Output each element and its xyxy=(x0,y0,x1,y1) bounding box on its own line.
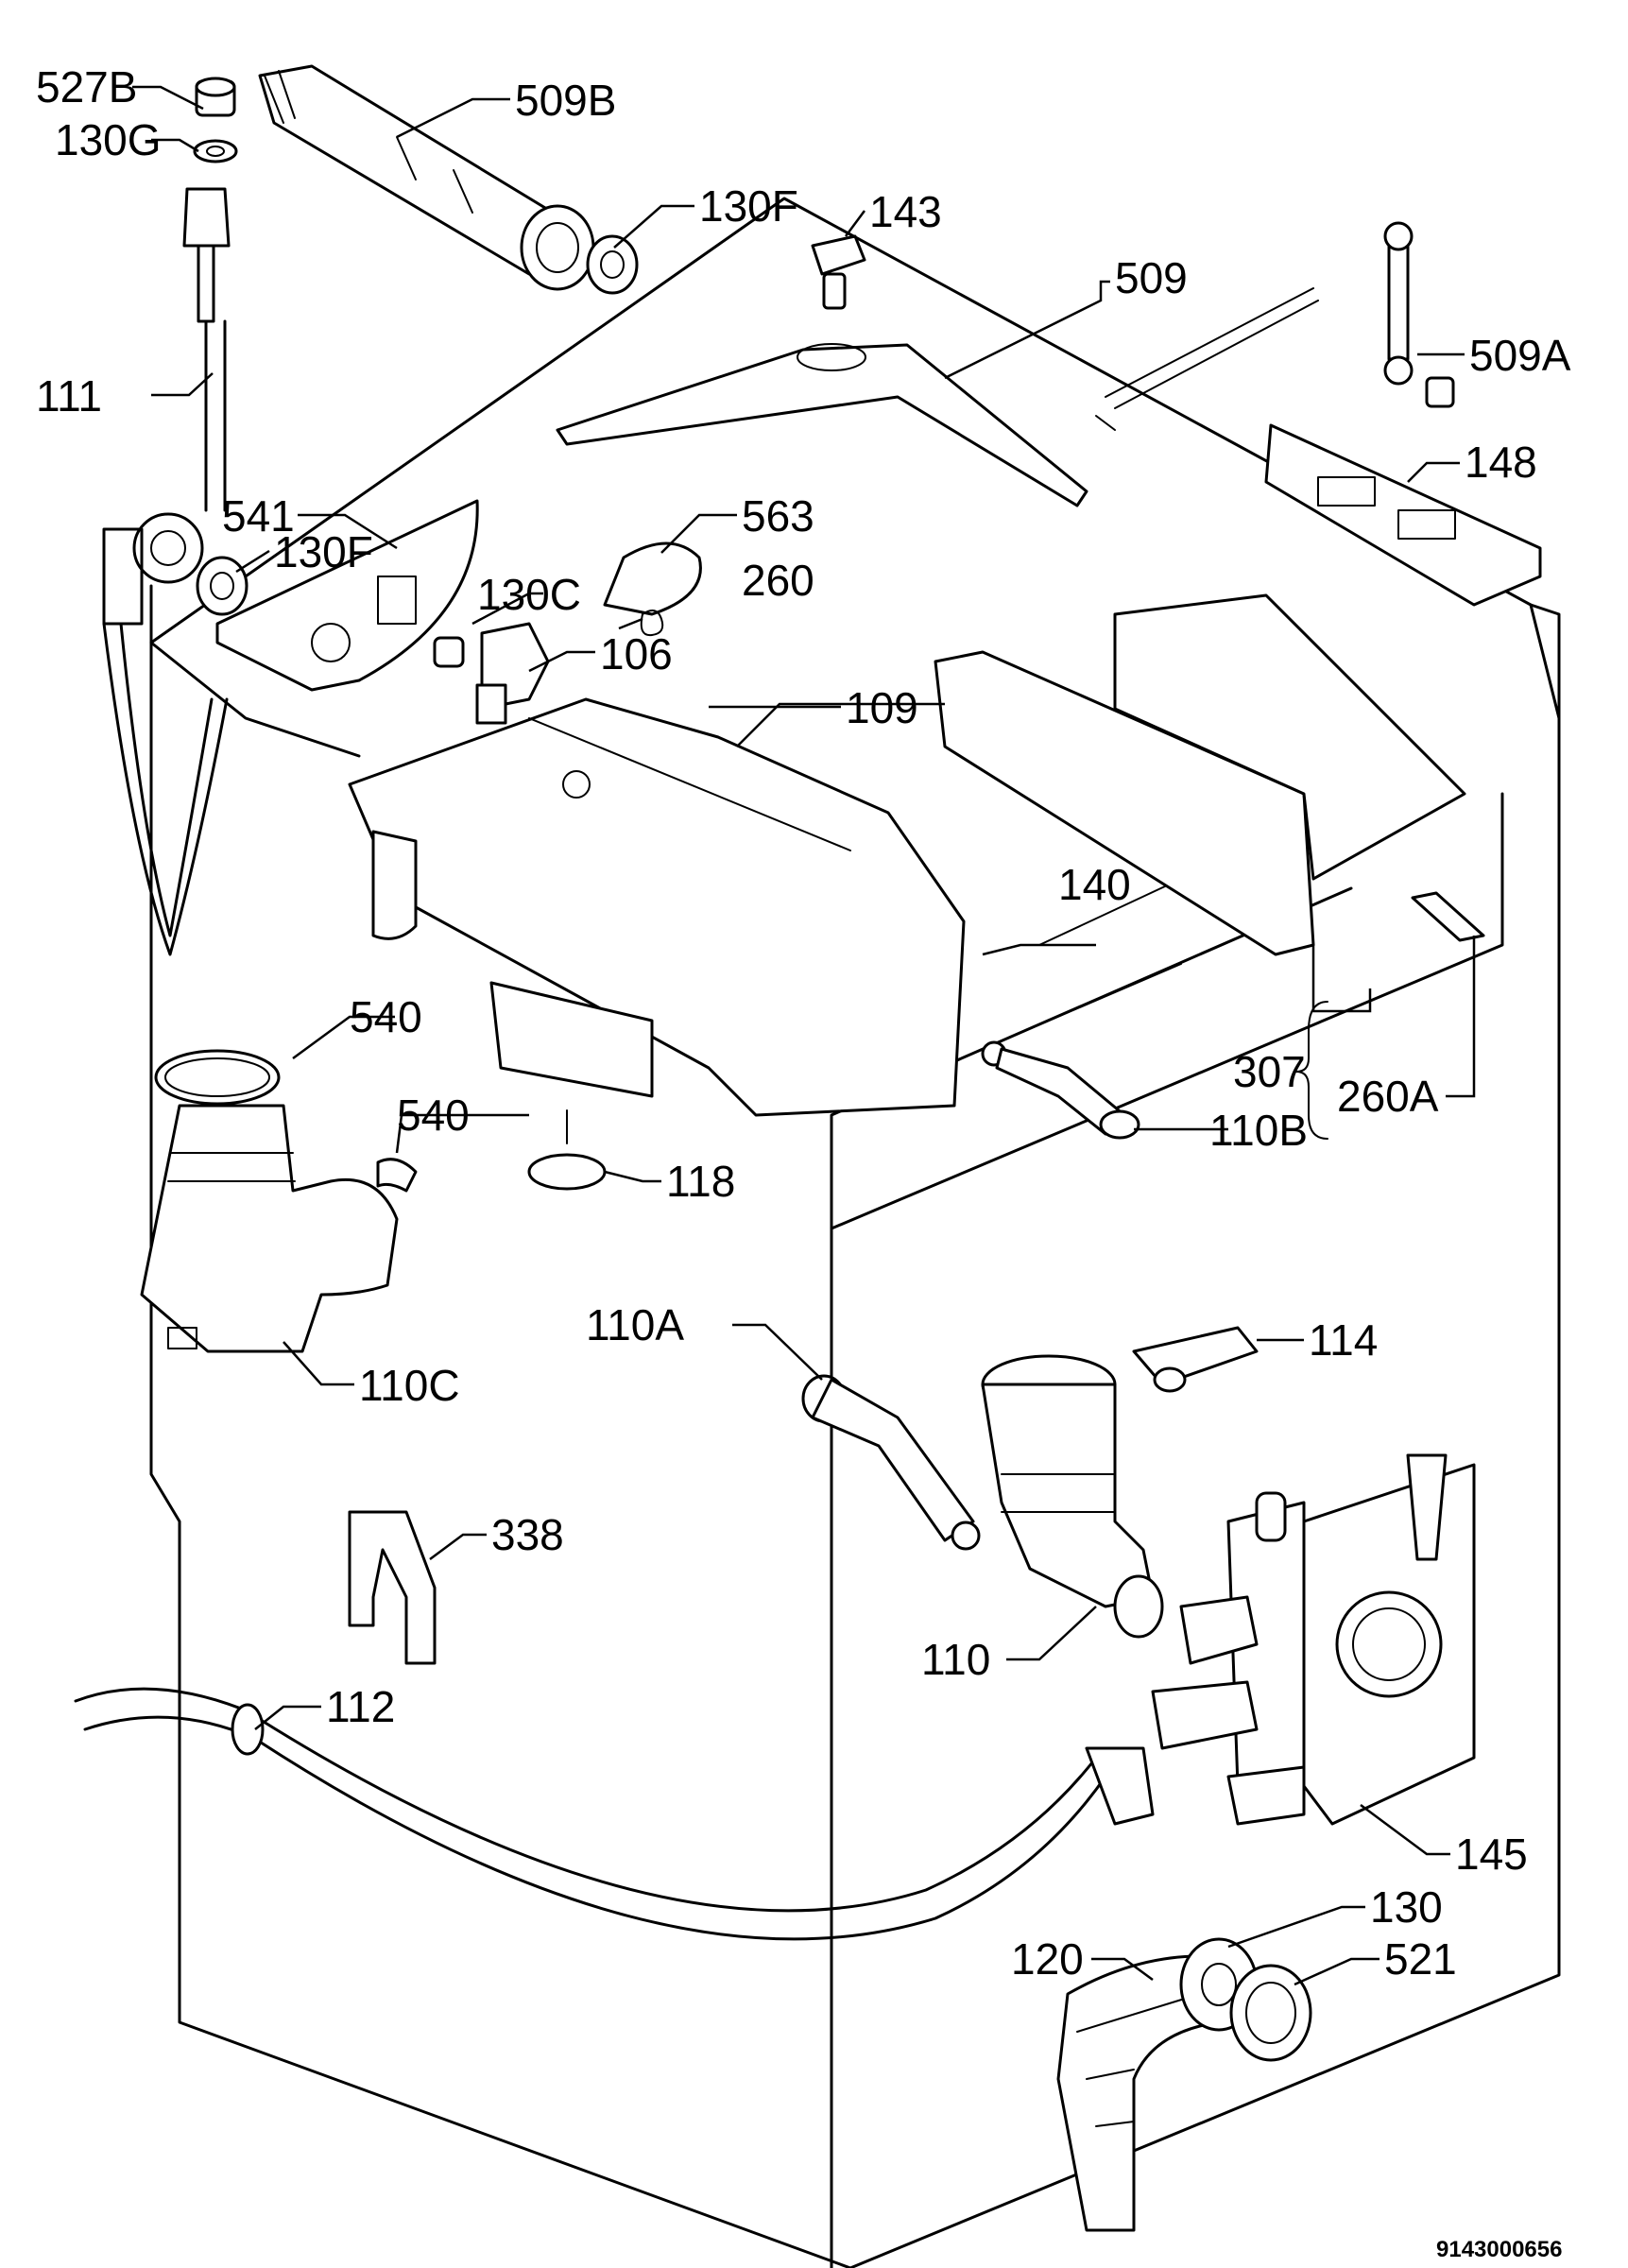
callout-130f-top: 130F xyxy=(699,181,798,231)
part-130g-washer xyxy=(193,139,238,163)
callout-521: 521 xyxy=(1384,1934,1457,1984)
callout-labels: 527B 130G 509B 130F 143 509 509A 111 148… xyxy=(36,62,1571,1984)
callout-110c: 110C xyxy=(359,1361,460,1410)
callout-112: 112 xyxy=(326,1682,395,1731)
callout-148: 148 xyxy=(1465,438,1537,487)
part-110b-hose xyxy=(981,1040,1140,1140)
part-109-dispenser-housing xyxy=(348,697,966,1117)
callout-307: 307 xyxy=(1233,1047,1306,1096)
callout-145: 145 xyxy=(1455,1830,1528,1879)
callout-120: 120 xyxy=(1011,1934,1084,1984)
callout-143: 143 xyxy=(869,187,942,236)
callout-260a: 260A xyxy=(1337,1072,1439,1121)
part-110c-sump xyxy=(140,1104,399,1353)
part-563-cover xyxy=(603,541,702,616)
callout-130: 130 xyxy=(1370,1882,1443,1932)
part-509-distributor xyxy=(556,287,1319,507)
part-130c-106-valve-group xyxy=(433,622,550,725)
leader-lines xyxy=(132,85,1476,1986)
callout-110a: 110A xyxy=(586,1300,684,1349)
part-110a-hose xyxy=(801,1374,981,1551)
part-drawer-tray xyxy=(934,593,1466,956)
callout-118: 118 xyxy=(666,1157,735,1206)
brace-307 xyxy=(1295,1001,1328,1140)
callout-260: 260 xyxy=(742,556,814,605)
part-509b-inlet-pipe xyxy=(258,64,595,291)
drawing-number: 9143000656 xyxy=(1436,2237,1562,2262)
callout-509b: 509B xyxy=(515,76,616,125)
callout-338: 338 xyxy=(491,1510,564,1559)
callout-130c: 130C xyxy=(477,570,581,619)
callout-111: 111 xyxy=(36,371,102,421)
part-130f-mid-nut xyxy=(196,556,248,616)
callout-509: 509 xyxy=(1115,253,1188,302)
part-540-clamp-small xyxy=(376,1158,418,1193)
callout-541: 541 xyxy=(222,491,295,541)
callout-527b: 527B xyxy=(36,62,137,112)
part-111-inlet-hose xyxy=(102,187,231,956)
part-114-sensor xyxy=(1132,1326,1259,1393)
callout-106: 106 xyxy=(600,629,673,679)
callout-114: 114 xyxy=(1309,1315,1378,1365)
part-260-spring xyxy=(640,610,664,637)
part-521-cap xyxy=(1229,1964,1312,2062)
callout-130g: 130G xyxy=(55,115,162,164)
part-260a-clip xyxy=(1411,891,1485,942)
part-118-knob xyxy=(527,1109,607,1191)
callout-540-b: 540 xyxy=(397,1091,470,1140)
callout-509a: 509A xyxy=(1469,331,1571,380)
callout-109: 109 xyxy=(846,683,918,732)
part-110-bellows xyxy=(981,1354,1164,1639)
callout-540-a: 540 xyxy=(350,992,422,1041)
callout-110: 110 xyxy=(921,1635,990,1684)
part-527b-nut xyxy=(195,77,236,117)
part-541-bracket xyxy=(215,499,479,692)
callout-140: 140 xyxy=(1058,860,1131,909)
part-130f-top-nut xyxy=(586,234,639,295)
callout-110b: 110B xyxy=(1209,1106,1308,1155)
part-509a-lever xyxy=(1383,221,1455,408)
part-112-drain-hose xyxy=(74,1687,1155,1941)
part-145-pump xyxy=(1151,1453,1476,1826)
callout-563: 563 xyxy=(742,491,814,541)
part-338-clip xyxy=(348,1510,437,1665)
part-148-drawer-front xyxy=(1264,423,1542,607)
callout-130f-mid: 130F xyxy=(274,527,373,576)
part-540-clamp-top xyxy=(154,1049,281,1106)
part-143-valve xyxy=(811,234,866,310)
